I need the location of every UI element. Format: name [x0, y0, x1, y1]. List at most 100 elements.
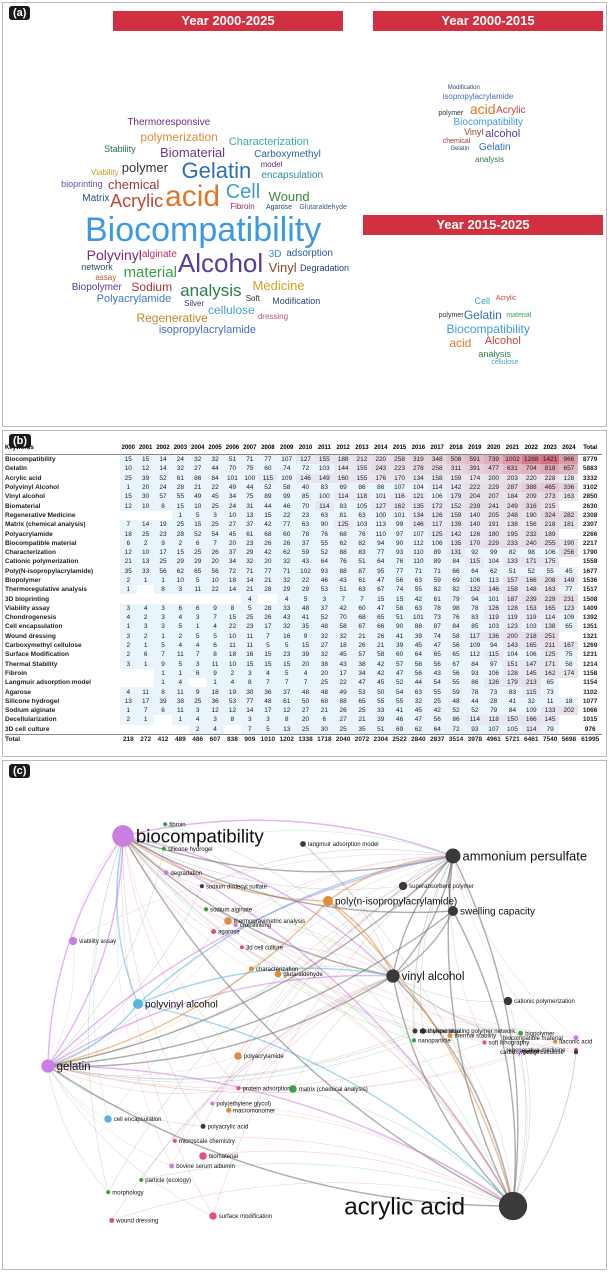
- value-cell: 166: [521, 715, 541, 725]
- value-cell: 1: [171, 510, 190, 521]
- network-edge: [47, 1065, 239, 1094]
- value-cell: 59: [427, 575, 447, 586]
- value-cell: 5: [258, 724, 278, 735]
- value-cell: 71: [241, 454, 259, 465]
- network-edge: [302, 843, 514, 1207]
- panel-label-c: (c): [9, 764, 31, 778]
- value-cell: 76: [314, 529, 334, 539]
- value-cell: 24: [223, 501, 242, 511]
- value-cell: 1: [119, 585, 137, 595]
- value-cell: 65: [559, 622, 579, 632]
- network-node: [248, 966, 254, 972]
- cloud-word: Characterization: [228, 135, 309, 148]
- cloud-word: Modification: [447, 85, 480, 92]
- value-cell: 208: [540, 575, 560, 586]
- value-cell: 155: [314, 454, 334, 465]
- value-cell: 172: [427, 501, 447, 511]
- value-cell: 243: [371, 464, 391, 474]
- value-cell: 37: [296, 538, 315, 548]
- value-cell: 121: [408, 492, 428, 502]
- value-cell: 53: [314, 585, 334, 595]
- value-cell: 26: [258, 538, 278, 548]
- value-cell: 4: [277, 594, 297, 604]
- value-cell: 12: [223, 706, 242, 716]
- value-cell: 37: [314, 603, 334, 614]
- cloud-word: Biomaterial: [160, 144, 226, 160]
- network-node-label: biopolymer: [525, 1031, 554, 1037]
- value-cell: 29: [277, 585, 297, 595]
- value-cell: 133: [540, 706, 560, 716]
- value-cell: 3: [189, 659, 207, 669]
- value-cell: 3: [258, 715, 278, 725]
- network-node: [553, 1039, 558, 1044]
- value-cell: 174: [465, 473, 485, 483]
- value-cell: 23: [296, 510, 315, 521]
- value-cell: 47: [390, 668, 409, 679]
- network-node-label: biomaterial: [209, 1154, 238, 1160]
- network-node-label: swelling capacity: [460, 907, 535, 918]
- value-cell: 65: [352, 696, 372, 707]
- total-cell: 1338: [296, 733, 315, 745]
- network-edge: [166, 872, 394, 977]
- row-keyword: Acrylic acid: [5, 474, 42, 482]
- row-total: 1790: [582, 549, 598, 557]
- row-keyword: Polyvinyl Alcohol: [5, 484, 59, 492]
- row-total: 1558: [582, 558, 598, 566]
- value-cell: 116: [390, 492, 409, 502]
- value-cell: 2: [189, 724, 207, 735]
- value-cell: 74: [277, 464, 297, 474]
- cloud-word: acid: [449, 335, 472, 350]
- network-node: [199, 1152, 207, 1160]
- value-cell: 55: [408, 585, 428, 595]
- value-cell: 223: [390, 464, 409, 474]
- network-edge: [202, 1150, 514, 1207]
- cloud-word: model: [260, 160, 283, 170]
- value-cell: 25: [314, 678, 334, 688]
- value-cell: 62: [333, 538, 353, 548]
- value-cell: 20: [206, 557, 224, 567]
- value-cell: 84: [465, 659, 485, 669]
- value-cell: 4: [241, 594, 259, 604]
- panel-label-b: (b): [9, 434, 32, 448]
- network-edge: [512, 1033, 531, 1207]
- value-cell: 103: [521, 622, 541, 632]
- cloud-word: alginate: [141, 248, 177, 260]
- value-cell: 48: [314, 622, 334, 632]
- cloud-word: Alcohol: [484, 334, 521, 347]
- value-cell: [559, 678, 578, 687]
- value-cell: 258: [427, 464, 447, 474]
- cloud-word: Biocompatibility: [85, 210, 322, 249]
- value-cell: 53: [352, 687, 372, 697]
- value-cell: 44: [258, 501, 278, 511]
- value-cell: 12: [119, 501, 137, 511]
- cloud-word: Acrylic: [110, 191, 164, 212]
- value-cell: [559, 529, 578, 538]
- value-cell: 58: [277, 482, 297, 493]
- network-node: [236, 1086, 241, 1091]
- cloud-word: Stability: [104, 144, 136, 155]
- value-cell: 26: [352, 640, 372, 651]
- value-cell: 162: [390, 501, 409, 511]
- network-edge: [122, 835, 416, 1032]
- total-cell: 838: [223, 733, 242, 745]
- value-cell: 47: [371, 575, 391, 586]
- value-cell: 3: [154, 603, 172, 614]
- value-cell: 7: [189, 650, 207, 660]
- value-cell: 205: [484, 510, 504, 521]
- network-node: [448, 906, 458, 916]
- value-cell: 101: [390, 510, 409, 521]
- network-node-label: viability assay: [79, 939, 116, 945]
- value-cell: 218: [540, 520, 560, 530]
- value-cell: 42: [371, 668, 391, 679]
- network-edge: [122, 835, 404, 890]
- value-cell: 146: [484, 585, 504, 595]
- value-cell: 109: [277, 473, 297, 483]
- total-cell: 1202: [277, 733, 297, 745]
- value-cell: 59: [446, 687, 466, 697]
- network-edge: [116, 835, 172, 1167]
- value-cell: 5: [171, 659, 190, 669]
- row-keyword: Polyacrylamide: [5, 530, 53, 538]
- value-cell: 20: [258, 557, 278, 567]
